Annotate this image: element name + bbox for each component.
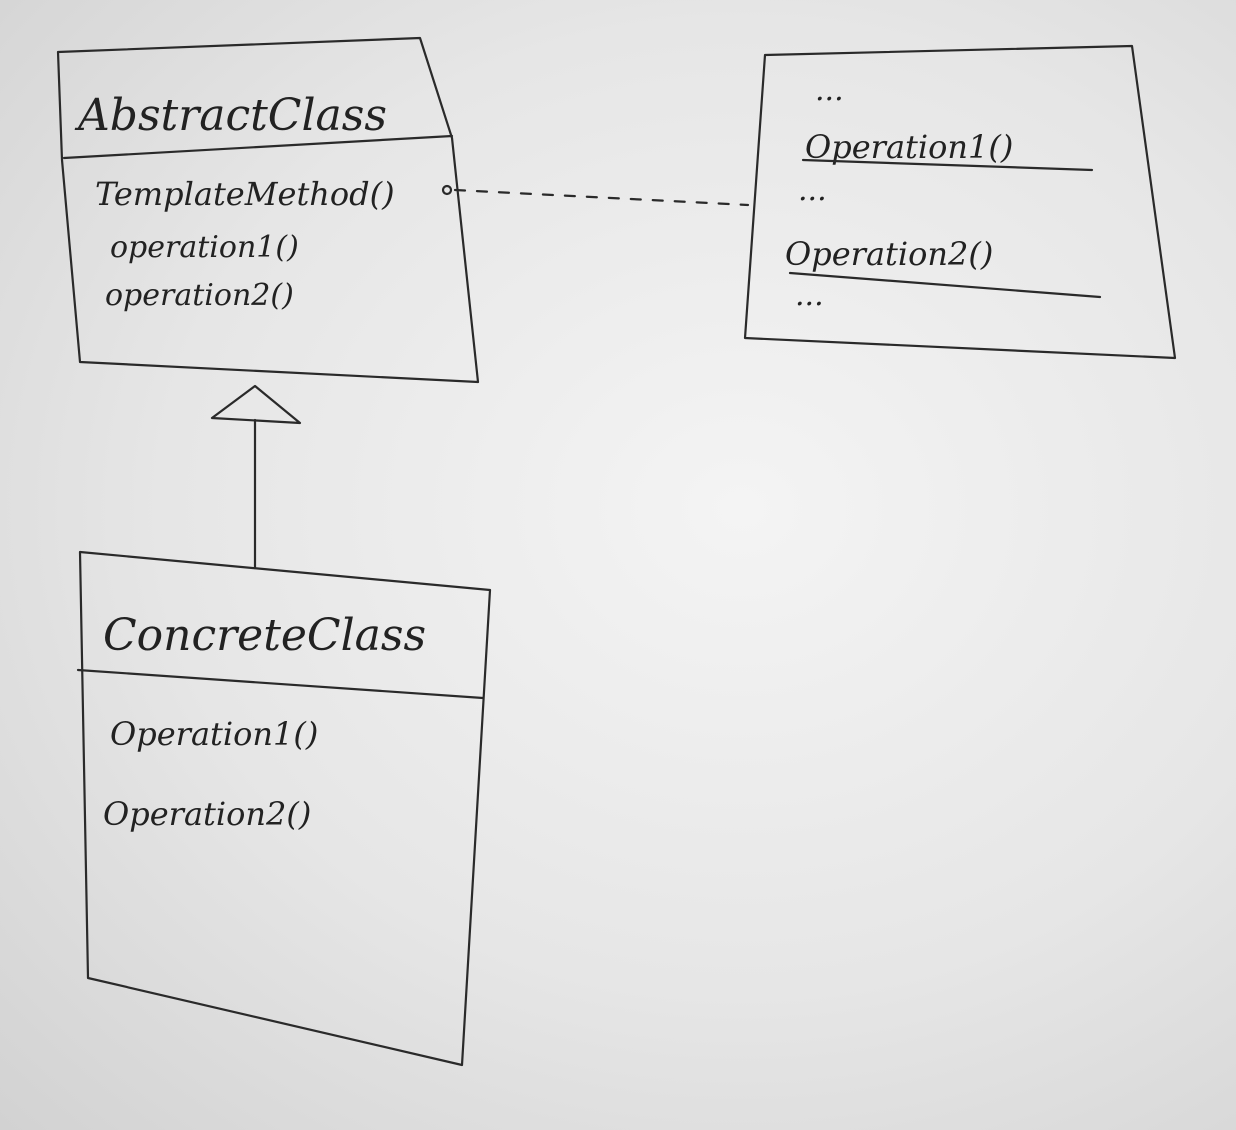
note-line: ...: [815, 73, 844, 108]
concrete-class-outline: [78, 550, 492, 1067]
concrete-class-name: ConcreteClass: [103, 610, 426, 661]
note-line: Operation2(): [785, 235, 993, 273]
note-anchor-dot: [441, 184, 453, 196]
concrete-method: Operation1(): [110, 715, 318, 753]
concrete-class-divider: [76, 668, 485, 700]
abstract-class-box: AbstractClass TemplateMethod() operation…: [56, 36, 480, 384]
note-box: ... Operation1() ... Operation2() ...: [743, 44, 1177, 360]
abstract-method: operation1(): [110, 230, 299, 265]
concrete-method: Operation2(): [103, 795, 311, 833]
note-line: ...: [795, 278, 824, 313]
abstract-method: operation2(): [105, 278, 294, 313]
note-underline: [788, 271, 1102, 299]
abstract-class-divider: [62, 134, 454, 160]
abstract-method: TemplateMethod(): [95, 175, 395, 213]
abstract-class-outline: [56, 36, 480, 384]
note-line: ...: [798, 173, 827, 208]
note-line: Operation1(): [805, 128, 1013, 166]
inheritance-triangle-icon: [210, 384, 302, 425]
note-link-dashed-line: [453, 188, 750, 207]
note-outline: [743, 44, 1177, 360]
note-underline: [801, 158, 1094, 172]
abstract-class-name: AbstractClass: [74, 90, 387, 141]
concrete-class-box: ConcreteClass Operation1() Operation2(): [76, 550, 492, 1067]
